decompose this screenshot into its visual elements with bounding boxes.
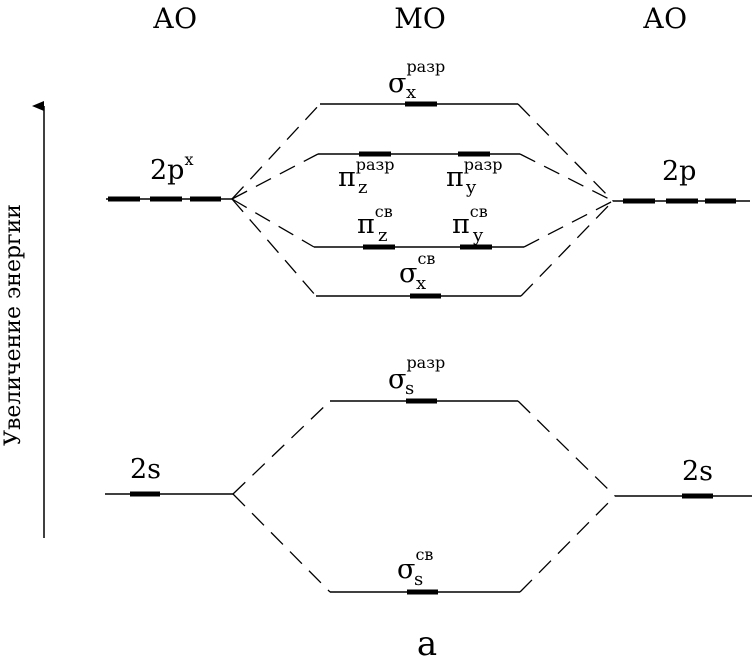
mo-sigma-x-bonding-label: σсв bbox=[399, 249, 435, 289]
mo-pi-z-bonding-sub: z bbox=[378, 225, 387, 246]
mo-pi-z-antibonding-sub: z bbox=[358, 177, 367, 198]
figure-caption: а bbox=[417, 624, 437, 663]
mo-pi-z-antibonding-label: πразр bbox=[338, 155, 395, 193]
mo-pi-y-antibonding-label: πразр bbox=[446, 155, 503, 193]
right-2s-label: 2s bbox=[682, 456, 713, 487]
mo-sigma-s-antibonding-label: σразр bbox=[388, 353, 445, 395]
mo-sigma-s-bonding-label: σсв bbox=[397, 545, 433, 585]
mo-pi-y-antibonding-sub: y bbox=[465, 177, 477, 198]
mo-sigma-x-antibonding-sub: x bbox=[406, 82, 416, 103]
left-2s-label: 2s bbox=[130, 454, 161, 485]
correlation-lines bbox=[231, 103, 616, 593]
header-mo: МО bbox=[394, 2, 446, 35]
header-ao-left: АО bbox=[153, 2, 197, 35]
mo-sigma-s-antibonding-sub: s bbox=[405, 378, 414, 399]
header-ao-right: АО bbox=[643, 2, 687, 35]
mo-sigma-x-bonding-sub: x bbox=[416, 273, 426, 294]
right-2p-label: 2p bbox=[662, 156, 696, 187]
mo-pi-y-bonding-label: πсв bbox=[452, 202, 488, 240]
mo-pi-z-bonding-label: πсв bbox=[357, 202, 393, 240]
left-2p-label: 2px bbox=[150, 150, 194, 186]
energy-axis-label: Увеличение энергии bbox=[1, 204, 26, 446]
mo-sigma-x-antibonding-label: σразр bbox=[388, 57, 445, 99]
mo-sigma-s-bonding-sub: s bbox=[414, 569, 423, 590]
mo-pi-y-bonding-sub: y bbox=[472, 225, 484, 246]
